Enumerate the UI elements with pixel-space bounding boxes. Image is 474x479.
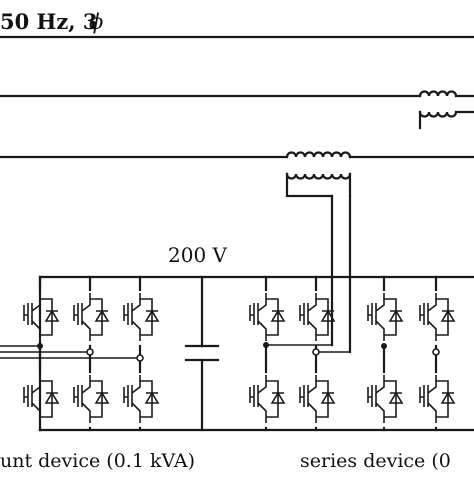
shunt-inverter [0,275,159,432]
series-inverter [249,275,455,432]
transformer-series [285,151,352,354]
series-leg-c [367,275,403,432]
dc-voltage-label: 200 V [168,243,228,267]
dc-bus [38,275,474,432]
series-device-caption: series device (0 [300,450,451,472]
supply-frequency-label: 50 Hz, 3 [0,9,98,34]
transformer-upper [418,90,474,130]
series-leg-a [249,275,285,432]
shunt-device-caption: unt device (0.1 kVA) [0,450,195,472]
shunt-ac-outputs [0,345,140,359]
shunt-leg-a [23,275,59,432]
series-ac-outputs [266,344,350,353]
dc-link-capacitor [184,275,220,432]
shunt-leg-c [123,275,159,432]
supply-phase-symbol: ϕ [89,10,103,34]
feeder-lines [0,94,474,159]
